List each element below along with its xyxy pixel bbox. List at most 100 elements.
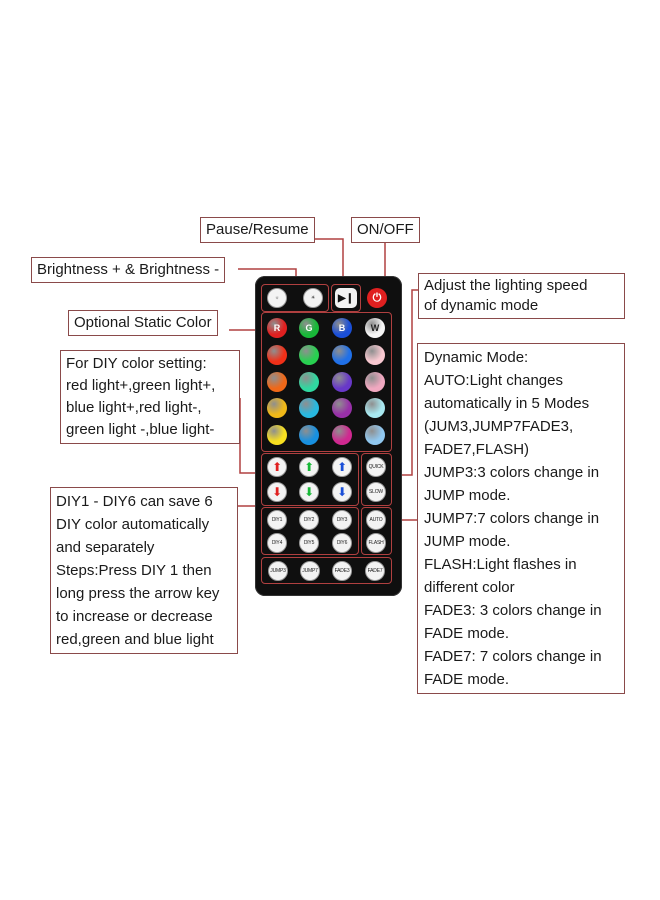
speed-label-line: of dynamic mode <box>424 297 539 314</box>
jump3-button[interactable]: JUMP3 <box>268 561 288 581</box>
diy-group-outline <box>261 507 359 555</box>
arrow-up-icon: ⬆ <box>272 460 282 474</box>
diy3-button[interactable]: DIY3 <box>332 510 352 530</box>
dynamic-mode-line: FADE mode. <box>424 671 510 688</box>
arrow-up-icon: ⬆ <box>337 460 347 474</box>
pause-resume-button[interactable]: ▶❙ <box>335 288 357 308</box>
on-off-label: ON/OFF <box>351 217 420 243</box>
auto-label: AUTO <box>369 517 383 523</box>
diy-save-line: red,green and blue light <box>56 631 214 648</box>
diy-setting-line: red light+,green light+, <box>66 377 216 394</box>
diy4-button[interactable]: DIY4 <box>267 533 287 553</box>
diy1-label: DIY1 <box>271 517 283 523</box>
arrow-up-button[interactable]: ⬆ <box>299 457 319 477</box>
color-button-label: B <box>338 323 346 333</box>
color-button[interactable] <box>299 398 319 418</box>
dynamic-mode-line: JUMP3:3 colors change in <box>424 464 600 481</box>
fade7-button[interactable]: FADE7 <box>365 561 385 581</box>
color-button-label: R <box>273 323 281 333</box>
slow-button[interactable]: SLOW <box>366 482 386 502</box>
flash-button[interactable]: FLASH <box>366 533 386 553</box>
diy5-button[interactable]: DIY5 <box>299 533 319 553</box>
diy6-label: DIY6 <box>336 540 348 546</box>
diy3-label: DIY3 <box>336 517 348 523</box>
color-button[interactable] <box>299 345 319 365</box>
color-button-label: G <box>305 323 313 333</box>
color-button[interactable] <box>299 372 319 392</box>
slow-button-label: SLOW <box>369 489 383 495</box>
dynamic-mode-line: (JUM3,JUMP7FADE3, <box>424 418 574 435</box>
color-button[interactable] <box>332 425 352 445</box>
static-color-label: Optional Static Color <box>68 310 218 336</box>
color-button[interactable] <box>365 345 385 365</box>
color-button[interactable] <box>365 425 385 445</box>
quick-button-label: QUICK <box>368 464 384 470</box>
brightness-down-button[interactable]: ☀ <box>303 288 323 308</box>
diy-save-line: and separately <box>56 539 155 556</box>
jump7-label: JUMP7 <box>302 568 318 574</box>
color-button[interactable]: B <box>332 318 352 338</box>
color-group-outline <box>261 312 392 452</box>
dynamic-mode-line: JUMP mode. <box>424 487 511 504</box>
diy-setting-line: blue light+,red light-, <box>66 399 202 416</box>
dynamic-mode-line: JUMP7:7 colors change in <box>424 510 600 527</box>
color-button[interactable] <box>332 372 352 392</box>
color-button[interactable]: R <box>267 318 287 338</box>
dynamic-mode-line: automatically in 5 Modes <box>424 395 590 412</box>
fade7-label: FADE7 <box>367 568 383 574</box>
jump7-button[interactable]: JUMP7 <box>300 561 320 581</box>
diy-save-line: DIY color automatically <box>56 516 210 533</box>
mode-group-outline <box>361 507 392 555</box>
diy2-button[interactable]: DIY2 <box>299 510 319 530</box>
arrow-down-button[interactable]: ⬇ <box>267 482 287 502</box>
brightness-up-button[interactable]: ☼ <box>267 288 287 308</box>
diy-setting-label: For DIY color setting: red light+,green … <box>60 350 240 444</box>
diy-save-line: Steps:Press DIY 1 then <box>56 562 212 579</box>
color-button[interactable] <box>332 345 352 365</box>
diy-setting-line: green light -,blue light- <box>66 421 215 438</box>
power-icon: ⏻ <box>372 291 382 304</box>
diy6-button[interactable]: DIY6 <box>332 533 352 553</box>
dynamic-mode-line: FADE7: 7 colors change in <box>424 648 602 665</box>
color-button[interactable] <box>267 372 287 392</box>
arrow-up-button[interactable]: ⬆ <box>267 457 287 477</box>
color-button[interactable] <box>267 398 287 418</box>
dynamic-mode-line: FLASH:Light flashes in <box>424 556 577 573</box>
brightness-group-outline <box>261 284 329 312</box>
speed-group-outline <box>361 453 392 506</box>
arrow-up-button[interactable]: ⬆ <box>332 457 352 477</box>
arrow-down-icon: ⬇ <box>337 485 347 499</box>
diy1-button[interactable]: DIY1 <box>267 510 287 530</box>
fade3-label: FADE3 <box>334 568 350 574</box>
dynamic-mode-line: JUMP mode. <box>424 533 511 550</box>
color-button[interactable] <box>332 398 352 418</box>
dynamic-mode-line: FADE3: 3 colors change in <box>424 602 602 619</box>
diy4-label: DIY4 <box>271 540 283 546</box>
arrow-down-button[interactable]: ⬇ <box>332 482 352 502</box>
color-button[interactable]: W <box>365 318 385 338</box>
color-button[interactable] <box>267 425 287 445</box>
color-button[interactable] <box>267 345 287 365</box>
power-button[interactable]: ⏻ <box>367 288 387 308</box>
color-button[interactable] <box>365 372 385 392</box>
arrow-down-button[interactable]: ⬇ <box>299 482 319 502</box>
color-button[interactable] <box>365 398 385 418</box>
quick-button[interactable]: QUICK <box>366 457 386 477</box>
diy5-label: DIY5 <box>303 540 315 546</box>
auto-button[interactable]: AUTO <box>366 510 386 530</box>
leader-line <box>402 289 418 476</box>
brightness-label: Brightness + & Brightness - <box>31 257 226 283</box>
diy2-label: DIY2 <box>303 517 315 523</box>
color-button[interactable]: G <box>299 318 319 338</box>
sun-icon: ☼ <box>274 295 280 301</box>
sun-dim-icon: ☀ <box>310 295 316 301</box>
diy-save-line: DIY1 - DIY6 can save 6 <box>56 493 213 510</box>
arrow-group-outline <box>261 453 359 506</box>
color-button[interactable] <box>299 425 319 445</box>
flash-label: FLASH <box>368 540 384 546</box>
fade3-button[interactable]: FADE3 <box>332 561 352 581</box>
dynamic-mode-line: different color <box>424 579 515 596</box>
pause-group-outline <box>331 284 361 312</box>
dynamic-mode-line: FADE7,FLASH) <box>424 441 530 458</box>
arrow-up-icon: ⬆ <box>304 460 314 474</box>
